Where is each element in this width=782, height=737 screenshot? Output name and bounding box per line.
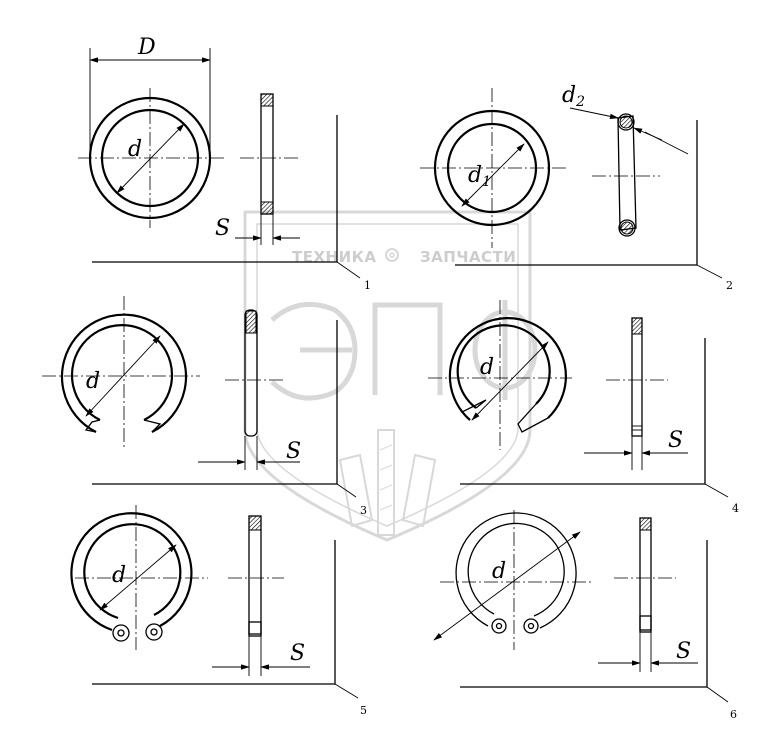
figure-3-internal-snap-ring: d S 3 [42,296,367,517]
figure-number-3: 3 [360,504,367,517]
dimension-d1-label: d1 [468,163,491,190]
figure-number-1: 1 [364,279,371,292]
figure-2-wire-ring: d1 d2 2 [420,83,733,292]
dimension-S-label-fig3: S [286,439,301,464]
dimension-S-label-fig5: S [290,641,305,666]
dimension-S-label-fig4: S [668,428,683,453]
dimension-D-label: D [137,35,156,60]
figure-5-internal-ring-with-lugs: d S 5 [70,505,367,717]
figure-6-external-ring-with-lugs: d S 6 [433,510,737,721]
watermark-wheat-icon [338,429,437,536]
figure-number-6: 6 [730,708,737,721]
figure-number-4: 4 [732,502,739,515]
dimension-d-label-fig6: d [492,559,506,584]
watermark-right-text: ЗАПЧАСТИ [420,248,516,266]
dimension-d-label-fig1: d [128,137,142,162]
dimension-d2-label: d2 [562,83,585,110]
dimension-d-label-fig4: d [480,355,494,380]
watermark-left-text: ТЕХНИКА [292,248,377,266]
dimension-d-label-fig3: d [86,369,100,394]
figure-4-external-snap-ring: d S 4 [428,300,739,515]
dimension-S-label-fig6: S [676,639,691,664]
figure-number-5: 5 [360,704,367,717]
dimension-S-label-fig1: S [215,216,230,241]
figure-number-2: 2 [726,279,733,292]
figure-1-closed-ring: D d S 1 [78,35,371,292]
dimension-d-label-fig5: d [112,563,126,588]
watermark-gear-icon [385,248,399,262]
